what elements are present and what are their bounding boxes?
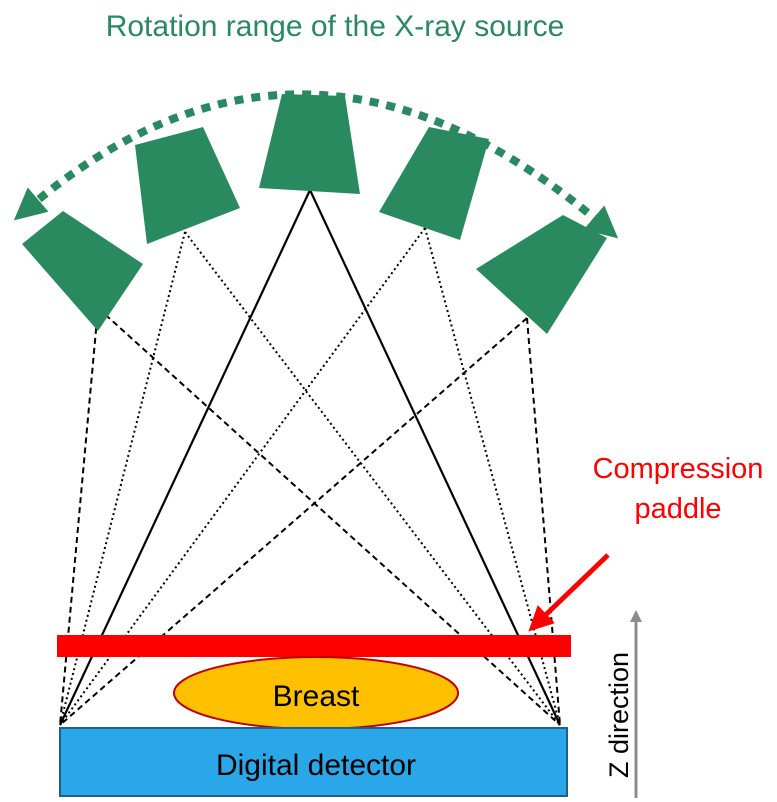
paddle-label-line1: Compression bbox=[593, 453, 764, 485]
beam-left1-right bbox=[97, 307, 561, 726]
x-ray-tube-icon bbox=[259, 94, 360, 194]
diagram-title: Rotation range of the X-ray source bbox=[106, 10, 565, 43]
x-ray-tube-icon bbox=[135, 127, 240, 244]
z-direction-label: Z direction bbox=[604, 652, 634, 778]
breast-label: Breast bbox=[273, 680, 360, 713]
x-ray-tube-icon bbox=[379, 127, 489, 240]
beam-left1-left bbox=[59, 307, 99, 726]
x-ray-tube-icon bbox=[22, 211, 143, 331]
paddle-label-line2: paddle bbox=[634, 493, 721, 525]
rotation-arc-icon bbox=[13, 90, 619, 239]
x-ray-sources bbox=[22, 94, 607, 334]
beam-right1-right bbox=[526, 317, 561, 726]
compression-paddle bbox=[57, 635, 571, 657]
beam-right2-right bbox=[424, 227, 561, 726]
detector-label: Digital detector bbox=[216, 749, 416, 782]
red-arrow-icon bbox=[528, 553, 610, 632]
x-ray-tube-icon bbox=[476, 215, 607, 334]
digital-detector bbox=[59, 727, 568, 797]
beam-right1-left bbox=[59, 317, 528, 726]
